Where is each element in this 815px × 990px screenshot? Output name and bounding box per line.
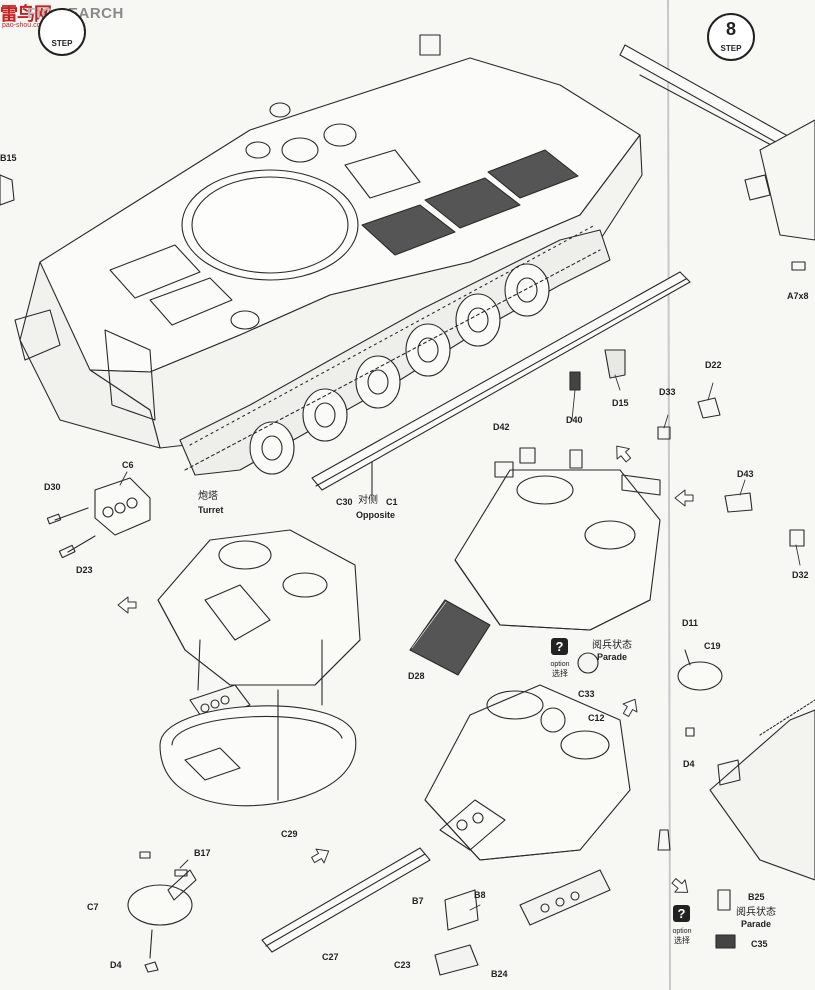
parade-right-cn: 阅兵状态 xyxy=(736,907,776,918)
label-c27: C27 xyxy=(322,952,339,962)
label-c6: C6 xyxy=(122,460,134,470)
turret-lower-middle xyxy=(262,650,722,975)
label-a7x8: A7x8 xyxy=(787,291,809,301)
label-d15: D15 xyxy=(612,398,629,408)
label-c12: C12 xyxy=(588,713,605,723)
label-opposite: Opposite xyxy=(356,510,396,520)
part-d28 xyxy=(410,600,490,675)
step-badge-right-word: STEP xyxy=(720,44,742,53)
turret-exploded xyxy=(158,530,360,806)
label-d28: D28 xyxy=(408,671,425,681)
label-d22: D22 xyxy=(705,360,722,370)
label-b7: B7 xyxy=(412,896,424,906)
option-right-en: option xyxy=(672,928,692,935)
parade-mid-en: Parade xyxy=(596,651,628,662)
turret-upper-right xyxy=(455,350,804,630)
step-badge-right-number: 8 xyxy=(725,19,736,39)
label-turret-en: Turret xyxy=(198,505,224,515)
label-d42: D42 xyxy=(493,422,510,432)
step8-fragment xyxy=(620,45,815,948)
label-c1: C1 xyxy=(386,497,398,507)
step-badge-left: STEP xyxy=(38,8,86,56)
label-d33: D33 xyxy=(659,387,676,397)
option-mid-cn: 选择 xyxy=(552,669,568,679)
page-fold xyxy=(668,0,670,990)
parade-right: 阅兵状态 Parade xyxy=(736,907,776,929)
part-c6 xyxy=(47,478,150,558)
option-right-text: option 选择 xyxy=(665,928,699,945)
leader-lines xyxy=(120,375,800,910)
label-d4-left: D4 xyxy=(110,960,122,970)
option-right-cn: 选择 xyxy=(674,936,690,946)
label-b25: B25 xyxy=(748,892,765,902)
option-help-icon: ? xyxy=(673,905,690,922)
parade-mid: 阅兵状态 Parade xyxy=(592,640,632,662)
label-c23: C23 xyxy=(394,960,411,970)
watermark-logo-cn: 雷鸟网 xyxy=(0,4,52,25)
label-c30: C30 xyxy=(336,497,353,507)
label-d43: D43 xyxy=(737,469,754,479)
option-help-icon: ? xyxy=(551,638,568,655)
label-d11: D11 xyxy=(682,618,699,628)
label-b17: B17 xyxy=(194,848,211,858)
label-d4-right: D4 xyxy=(683,759,695,769)
option-mid-text: option 选择 xyxy=(543,661,577,678)
parade-right-en: Parade xyxy=(740,918,772,929)
label-c7: C7 xyxy=(87,902,99,912)
hatch-c7 xyxy=(128,852,196,972)
hull-assembly xyxy=(0,35,642,475)
label-c33: C33 xyxy=(578,689,595,699)
label-d30: D30 xyxy=(44,482,61,492)
step-badge-right: 8 STEP xyxy=(707,13,755,61)
label-d32: D32 xyxy=(792,570,809,580)
watermark-url: pao-shou.com xyxy=(2,22,47,29)
label-c30-cn: 对侧 xyxy=(358,495,378,506)
direction-arrows xyxy=(118,441,693,899)
label-d40: D40 xyxy=(566,415,583,425)
label-d23: D23 xyxy=(76,565,93,575)
step-badge-left-word: STEP xyxy=(51,39,73,48)
label-turret-cn: 炮塔 xyxy=(198,491,218,502)
label-c35: C35 xyxy=(751,939,768,949)
label-c19: C19 xyxy=(704,641,721,651)
side-skirt-c30 xyxy=(312,272,690,495)
label-b24: B24 xyxy=(491,969,508,979)
parade-mid-cn: 阅兵状态 xyxy=(592,640,632,651)
label-b8: B8 xyxy=(474,890,486,900)
label-c29: C29 xyxy=(281,829,298,839)
option-mid-en: option xyxy=(550,661,570,668)
label-b15: B15 xyxy=(0,153,17,163)
